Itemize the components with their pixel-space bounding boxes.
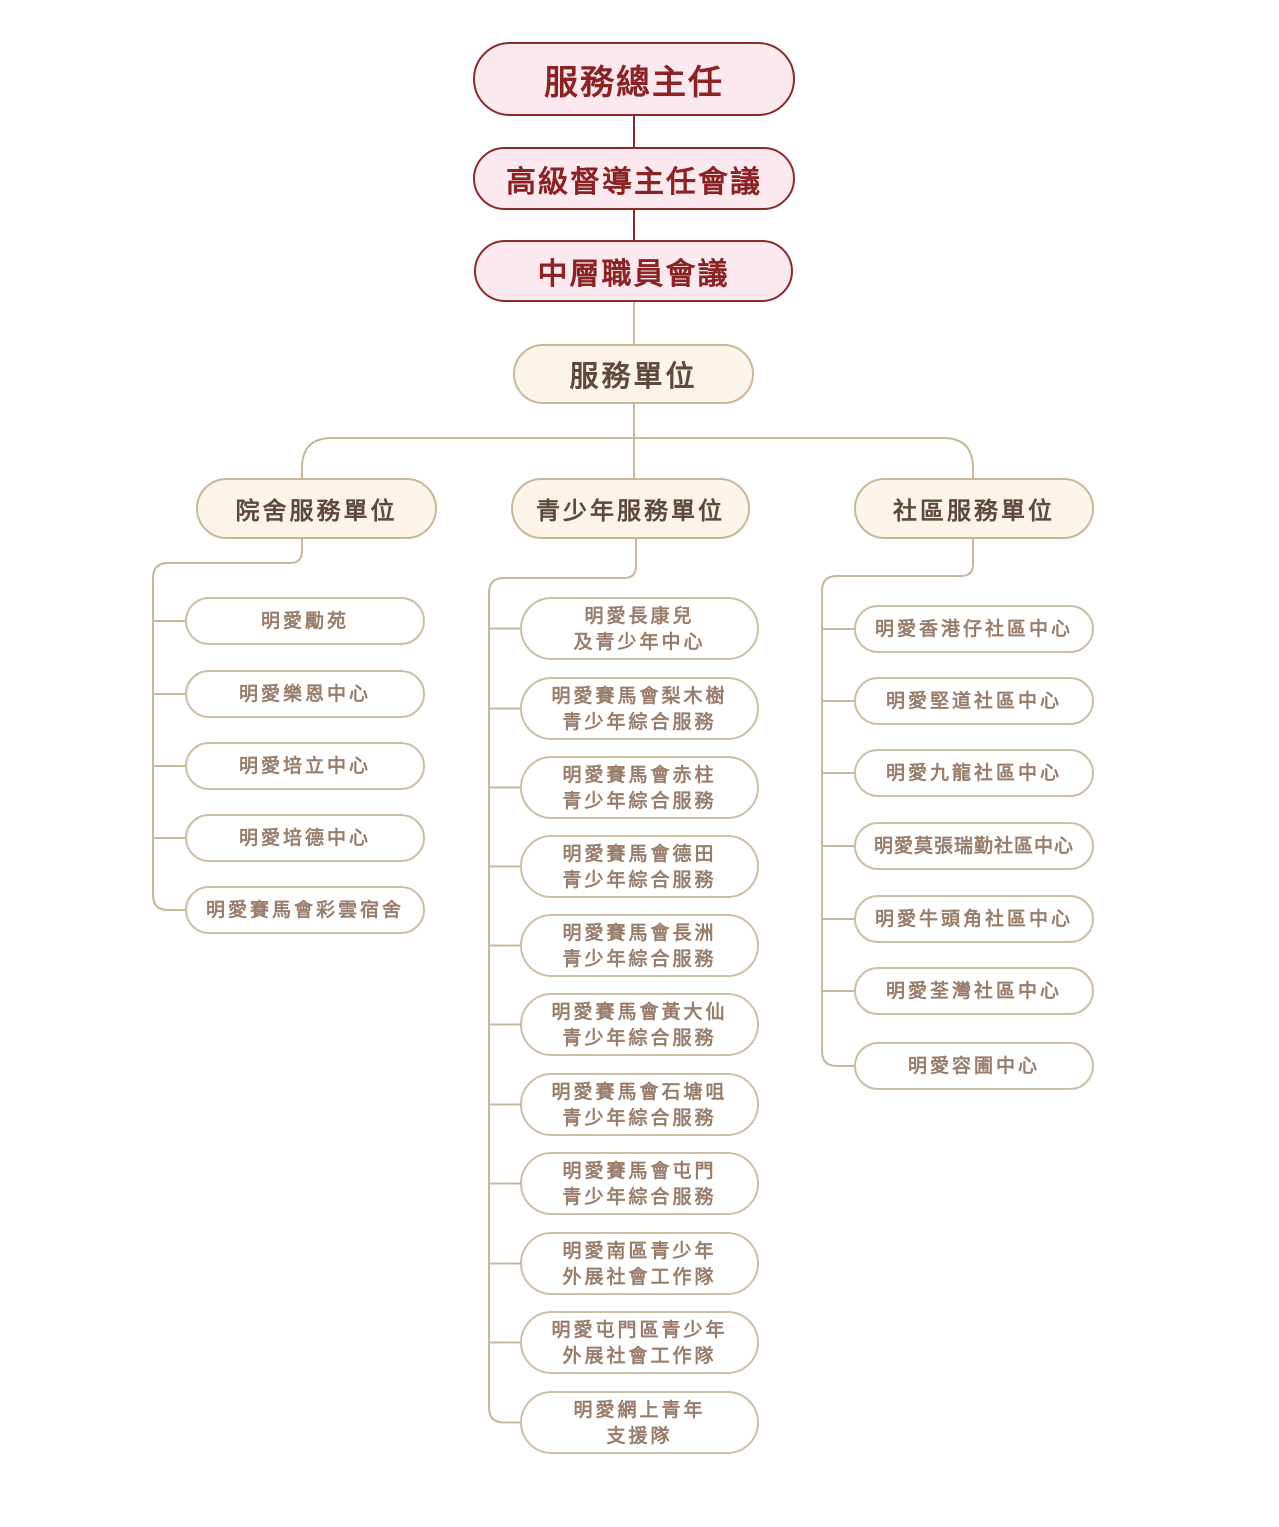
unit-youth-item[interactable]: 明愛南區青少年 外展社會工作隊 [520,1232,759,1295]
unit-residential-item[interactable]: 明愛培德中心 [185,814,425,862]
unit-youth-item[interactable]: 明愛賽馬會黃大仙 青少年綜合服務 [520,993,759,1056]
unit-youth-item[interactable]: 明愛屯門區青少年 外展社會工作隊 [520,1311,759,1374]
middle-staff-meeting-node[interactable]: 中層職員會議 [474,240,793,302]
unit-youth-item[interactable]: 明愛賽馬會德田 青少年綜合服務 [520,835,759,898]
unit-community-item[interactable]: 明愛九龍社區中心 [854,749,1094,797]
unit-community-item[interactable]: 明愛荃灣社區中心 [854,967,1094,1015]
unit-residential-item[interactable]: 明愛樂恩中心 [185,670,425,718]
unit-community-item[interactable]: 明愛堅道社區中心 [854,677,1094,725]
connector-units-residential [301,437,634,478]
branch-youth[interactable]: 青少年服務單位 [511,478,750,539]
unit-community-item[interactable]: 明愛容圃中心 [854,1042,1094,1090]
unit-youth-item[interactable]: 明愛網上青年 支援隊 [520,1391,759,1454]
unit-residential-item[interactable]: 明愛賽馬會彩雲宿舍 [185,886,425,934]
unit-youth-item[interactable]: 明愛賽馬會長洲 青少年綜合服務 [520,914,759,977]
branch-community[interactable]: 社區服務單位 [854,478,1094,539]
unit-community-item[interactable]: 明愛香港仔社區中心 [854,605,1094,653]
branch-residential[interactable]: 院舍服務單位 [196,478,437,539]
unit-youth-item[interactable]: 明愛賽馬會屯門 青少年綜合服務 [520,1152,759,1215]
unit-youth-item[interactable]: 明愛賽馬會梨木樹 青少年綜合服務 [520,677,759,740]
service-units-node[interactable]: 服務單位 [513,344,754,404]
unit-youth-item[interactable]: 明愛賽馬會石塘咀 青少年綜合服務 [520,1073,759,1136]
director-node[interactable]: 服務總主任 [473,42,795,116]
unit-youth-item[interactable]: 明愛賽馬會赤柱 青少年綜合服務 [520,756,759,819]
unit-residential-item[interactable]: 明愛培立中心 [185,742,425,790]
senior-supervisor-meeting-node[interactable]: 高級督導主任會議 [473,147,795,210]
unit-residential-item[interactable]: 明愛勵苑 [185,597,425,645]
unit-youth-item[interactable]: 明愛長康兒 及青少年中心 [520,597,759,660]
unit-community-item[interactable]: 明愛莫張瑞勤社區中心 [854,822,1094,870]
connector-units-community [634,437,974,478]
unit-community-item[interactable]: 明愛牛頭角社區中心 [854,895,1094,943]
